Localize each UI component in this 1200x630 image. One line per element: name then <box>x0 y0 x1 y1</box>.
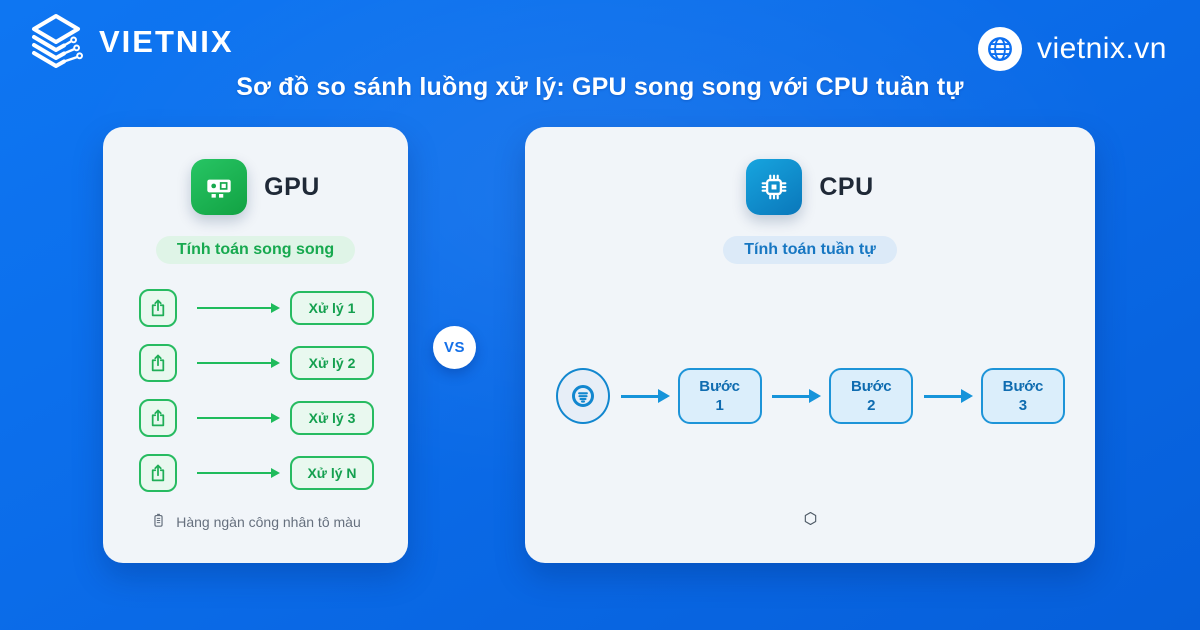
page-title: Sơ đồ so sánh luồng xử lý: GPU song song… <box>236 73 964 101</box>
globe-icon <box>977 27 1022 71</box>
gpu-card: GPU Tính toán song song Xử lý 1 Xử lý 2 <box>103 127 408 563</box>
gpu-row: Xử lý N <box>139 454 374 492</box>
gpu-row: Xử lý 3 <box>139 399 374 437</box>
cpu-sequential-flow: Bước 1 Bước 2 Bước 3 <box>556 368 1065 424</box>
gpu-footer: Hàng ngàn công nhân tô màu <box>103 512 408 532</box>
blue-arrow <box>772 388 822 403</box>
cpu-chip-icon <box>746 159 803 215</box>
blue-arrow <box>620 388 670 403</box>
cpu-card-header: CPU <box>525 159 1095 215</box>
memory-module-icon <box>150 512 167 532</box>
step-label: Bước <box>850 377 892 395</box>
brand-name: VIETNIX <box>99 24 234 59</box>
vs-badge: VS <box>433 326 476 369</box>
site-link[interactable]: vietnix.vn <box>977 27 1167 71</box>
step-box: Bước 3 <box>980 368 1065 424</box>
step-label: Bước <box>699 377 740 395</box>
step-box: Bước 2 <box>829 368 914 424</box>
process-box: Xử lý 3 <box>290 401 374 435</box>
site-url: vietnix.vn <box>1036 32 1167 65</box>
cpu-badge: Tính toán tuần tự <box>723 236 897 264</box>
step-number: 2 <box>867 397 876 414</box>
share-upload-icon <box>139 399 177 437</box>
process-box: Xử lý 2 <box>290 346 374 380</box>
green-arrow <box>197 358 280 368</box>
step-number: 1 <box>715 397 724 414</box>
cpu-card: CPU Tính toán tuần tự Bước 1 Bước 2 Bước <box>525 127 1095 563</box>
gpu-title: GPU <box>264 172 320 201</box>
hexagon-icon <box>802 510 819 532</box>
gpu-parallel-rows: Xử lý 1 Xử lý 2 Xử lý 3 <box>103 289 408 492</box>
cpu-footer <box>525 510 1095 532</box>
step-box: Bước 1 <box>677 368 762 424</box>
green-arrow <box>197 468 280 478</box>
green-arrow <box>197 413 280 423</box>
gpu-chip-icon <box>191 159 248 215</box>
step-label: Bước <box>1002 377 1044 395</box>
share-upload-icon <box>139 289 177 327</box>
task-queue-icon <box>556 368 610 424</box>
green-arrow <box>197 303 280 313</box>
cpu-title: CPU <box>819 172 874 201</box>
process-box: Xử lý N <box>290 456 374 490</box>
share-upload-icon <box>139 454 177 492</box>
process-box: Xử lý 1 <box>290 291 374 325</box>
step-number: 3 <box>1018 397 1028 414</box>
stacked-layers-icon <box>26 12 90 72</box>
blue-arrow <box>924 388 974 403</box>
gpu-card-header: GPU <box>103 159 408 215</box>
gpu-footer-text: Hàng ngàn công nhân tô màu <box>176 514 361 530</box>
gpu-badge: Tính toán song song <box>155 236 356 264</box>
gpu-row: Xử lý 1 <box>139 289 374 327</box>
share-upload-icon <box>139 344 177 382</box>
brand-logo: VIETNIX <box>26 12 234 72</box>
gpu-row: Xử lý 2 <box>139 344 374 382</box>
